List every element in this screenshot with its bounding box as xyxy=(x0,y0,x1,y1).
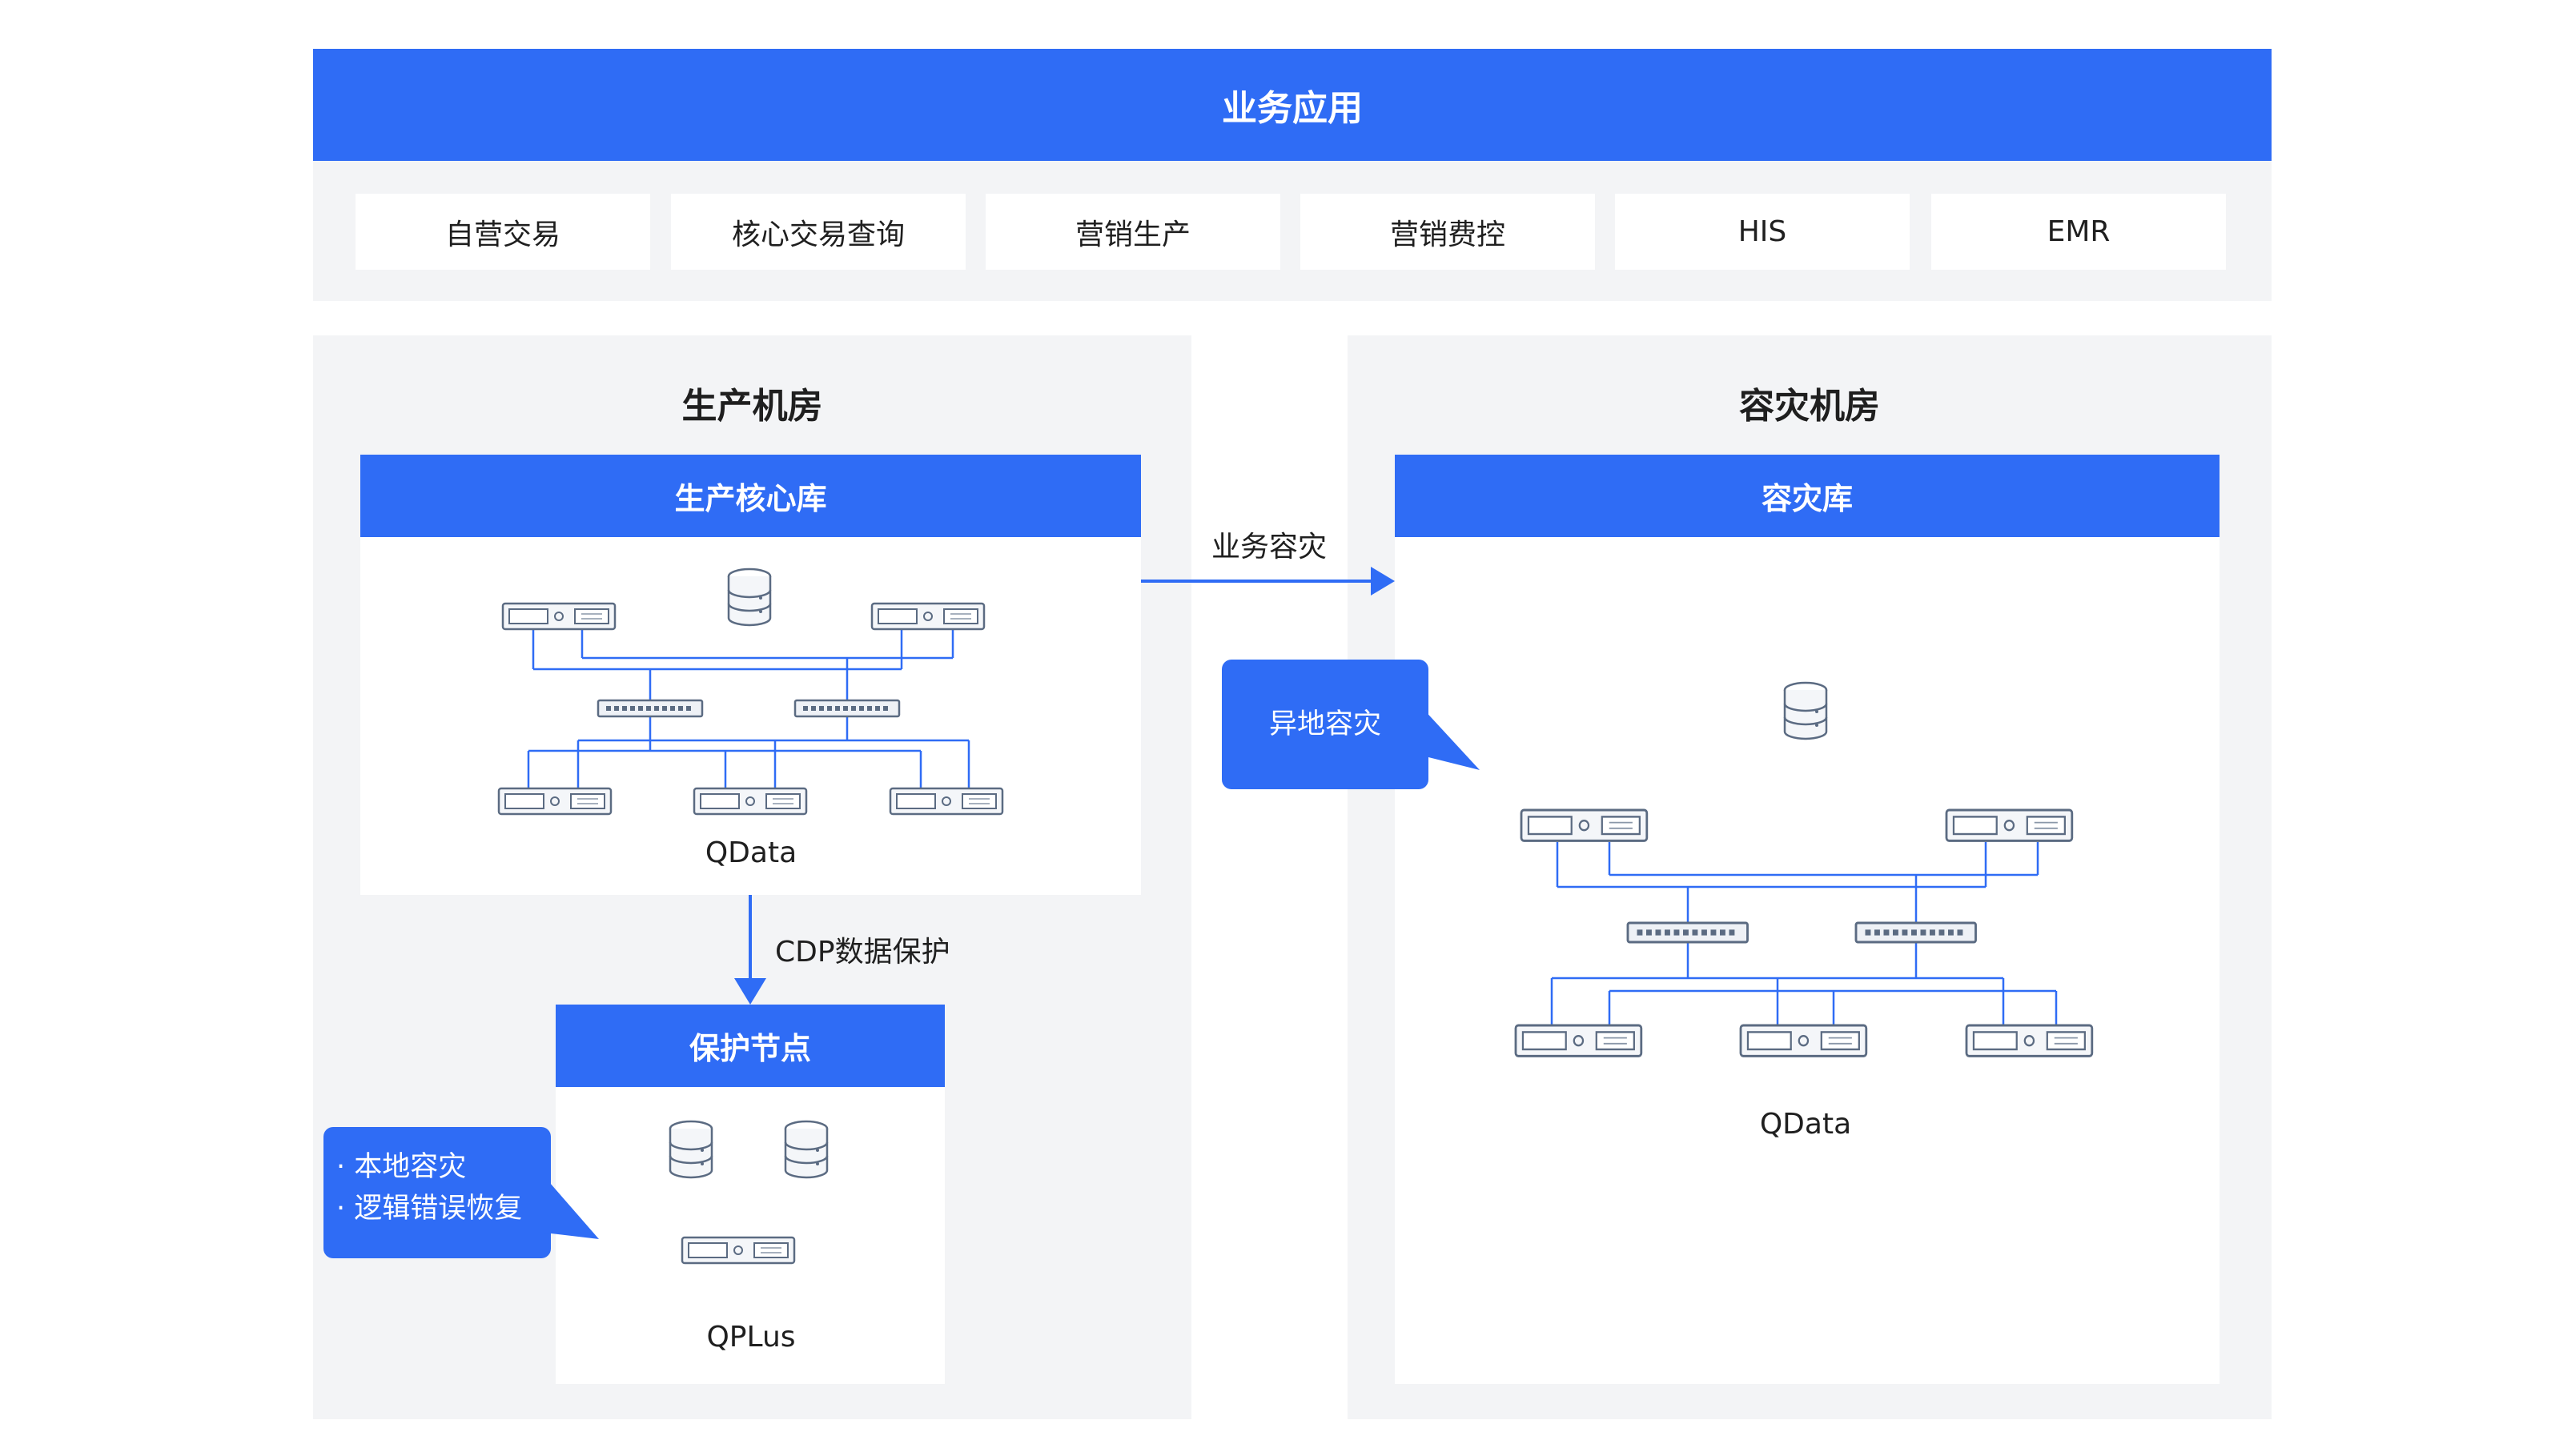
local-dr-callout: · 本地容灾 · 逻辑错误恢复 xyxy=(323,1127,551,1258)
dr-network-topology xyxy=(1550,842,2058,1025)
server-icon xyxy=(497,787,613,816)
database-icon xyxy=(784,1120,829,1179)
server-icon xyxy=(870,602,986,631)
server-icon xyxy=(1945,808,2074,842)
app-tile: 营销费控 xyxy=(1300,194,1595,270)
replication-arrowhead xyxy=(1371,567,1395,596)
production-network-topology xyxy=(527,629,970,788)
server-icon xyxy=(889,787,1004,816)
dr-db-panel xyxy=(1395,537,2220,1384)
remote-dr-callout-tail xyxy=(1422,708,1480,770)
protection-node-panel xyxy=(556,1087,945,1384)
app-tile: 核心交易查询 xyxy=(671,194,966,270)
database-icon xyxy=(669,1120,713,1179)
protection-node-header: 保护节点 xyxy=(556,1005,945,1087)
callout-line: · 本地容灾 xyxy=(336,1151,467,1183)
callout-line: · 逻辑错误恢复 xyxy=(336,1193,523,1225)
app-tile: 营销生产 xyxy=(986,194,1280,270)
dr-room-title: 容灾机房 xyxy=(1739,386,1880,427)
network-switch-icon xyxy=(1626,921,1750,944)
app-tile: HIS xyxy=(1615,194,1910,270)
dr-db-caption: QData xyxy=(1759,1107,1852,1141)
server-icon xyxy=(1514,1024,1643,1057)
network-switch-icon xyxy=(597,699,704,718)
production-core-db-header: 生产核心库 xyxy=(360,455,1141,537)
server-icon xyxy=(693,787,808,816)
production-room-title: 生产机房 xyxy=(681,386,823,427)
server-icon xyxy=(1520,808,1649,842)
server-icon xyxy=(1965,1024,2094,1057)
remote-dr-callout: 异地容灾 xyxy=(1222,660,1428,789)
network-switch-icon xyxy=(1854,921,1978,944)
network-switch-icon xyxy=(793,699,901,718)
callout-line: 异地容灾 xyxy=(1268,708,1381,740)
replication-arrow-label: 业务容灾 xyxy=(1211,531,1327,564)
app-tile: EMR xyxy=(1931,194,2226,270)
server-icon xyxy=(1739,1024,1868,1057)
local-dr-callout-tail xyxy=(544,1177,599,1239)
production-core-db-caption: QData xyxy=(705,836,797,869)
cdp-arrowhead xyxy=(734,978,766,1005)
database-icon xyxy=(727,568,772,627)
database-icon xyxy=(1783,681,1828,740)
protection-node-caption: QPLus xyxy=(706,1320,796,1354)
dr-db-header: 容灾库 xyxy=(1395,455,2220,537)
server-icon xyxy=(681,1236,796,1265)
app-tile: 自营交易 xyxy=(356,194,650,270)
cdp-arrow-label: CDP数据保护 xyxy=(775,936,950,969)
server-icon xyxy=(501,602,617,631)
business-applications-banner: 业务应用 xyxy=(313,49,2272,161)
applications-panel: 自营交易 核心交易查询 营销生产 营销费控 HIS EMR xyxy=(313,161,2272,301)
